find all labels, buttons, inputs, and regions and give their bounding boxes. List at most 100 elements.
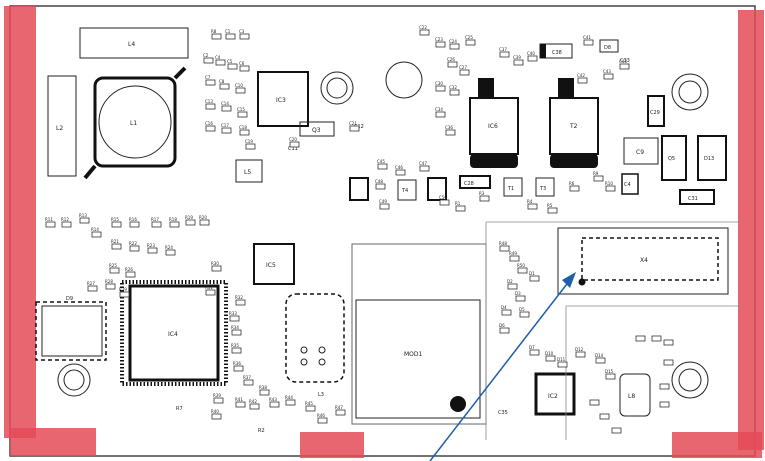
smd-label: R13 [79, 213, 87, 218]
smd-label: C42 [577, 73, 585, 78]
smd-label: R36 [233, 361, 241, 366]
smd-pad [87, 285, 98, 292]
label-q3: Q3 [312, 127, 321, 134]
smd-pad [419, 29, 430, 36]
smd-pad [435, 85, 446, 92]
smd-label: D10 [545, 351, 554, 356]
smd-pad [205, 103, 216, 110]
smd-pad [519, 311, 530, 318]
ic-ic2: IC2 [534, 372, 576, 416]
diode-d8 [599, 39, 619, 53]
smd-pad [595, 357, 606, 364]
smd-label: C43 [603, 69, 611, 74]
smd-pad [203, 57, 214, 64]
smd-pad [419, 165, 430, 172]
smd-label: D6 [499, 323, 505, 328]
smd-pad [335, 409, 346, 416]
smd-label: R30 [211, 261, 219, 266]
smd-label: R33 [229, 311, 237, 316]
smd-pad [459, 69, 470, 76]
smd-label: R47 [335, 405, 343, 410]
smd-label: R45 [305, 401, 313, 406]
label-c9: C9 [636, 149, 644, 156]
smd-pad [619, 63, 630, 70]
smd-pad [235, 87, 246, 94]
smd-pad [205, 79, 216, 86]
smd-pad [91, 231, 102, 238]
smd-label: R3 [479, 191, 485, 196]
connector-x4: X4 [557, 227, 729, 295]
smd-pad [509, 255, 520, 262]
smd-label: R31 [205, 285, 213, 290]
smd-pad [239, 65, 250, 72]
smd-label: R48 [499, 241, 507, 246]
smd-pad [165, 249, 176, 256]
smd-label: D5 [519, 307, 525, 312]
smd-pad [349, 125, 360, 132]
smd-label: C19 [245, 139, 253, 144]
smd-pad [465, 39, 476, 46]
inductor-l2 [47, 75, 77, 177]
label-t1: T1 [507, 186, 514, 192]
smd-pad [605, 185, 616, 192]
ic-ic4: IC4 [120, 280, 228, 386]
smd-label: C4 [215, 55, 221, 60]
smd-label: C3 [239, 29, 245, 34]
label-ic4: IC4 [168, 331, 178, 338]
smd-pad [575, 351, 586, 358]
smd-pad [211, 265, 222, 272]
smd-pad [229, 315, 240, 322]
smd-pad [379, 203, 390, 210]
smd-pad [211, 33, 222, 40]
smd-pad [225, 33, 236, 40]
inductor-l1: L1 [83, 66, 187, 180]
smd-pad [449, 43, 460, 50]
smd-label: C17 [221, 123, 229, 128]
smd-label: C2 [203, 53, 209, 58]
smd-pad [611, 427, 622, 434]
smd-pad [529, 275, 540, 282]
smd-label: C15 [237, 107, 245, 112]
smd-pad [219, 83, 230, 90]
smd-pad [499, 51, 510, 58]
smd-label: R20 [199, 215, 207, 220]
label-d13: D13 [704, 156, 714, 162]
smd-pad [211, 413, 222, 420]
smd-label: C18 [239, 125, 247, 130]
smd-label: C8 [219, 79, 225, 84]
smd-pad [151, 221, 162, 228]
smd-pad [239, 129, 250, 136]
smd-pad [569, 185, 580, 192]
smd-label: R46 [317, 413, 325, 418]
smd-label: C25 [465, 35, 473, 40]
smd-pad [109, 267, 120, 274]
smd-label: R39 [213, 393, 221, 398]
label-t2: T2 [569, 123, 578, 130]
smd-label: D11 [557, 357, 566, 362]
smd-pad [119, 291, 130, 298]
smd-label: R6 [569, 181, 575, 186]
label-d9: D9 [66, 296, 73, 302]
smd-pad [125, 271, 136, 278]
smd-label: C48 [375, 179, 383, 184]
smd-label: R5 [547, 203, 553, 208]
smd-pad [589, 399, 600, 406]
label-ic5: IC5 [266, 262, 276, 269]
cap-c31 [679, 189, 715, 205]
smd-label: R17 [151, 217, 159, 222]
label-r7: R7 [176, 406, 183, 412]
inductor-l8: L8 [619, 373, 651, 417]
smd-pad [243, 379, 254, 386]
smd-label: C36 [445, 125, 453, 130]
label-d8: D8 [604, 45, 611, 51]
smd-pad [289, 141, 300, 148]
smd-label: D14 [595, 353, 604, 358]
smd-pad [663, 359, 674, 366]
smd-label: R16 [129, 217, 137, 222]
label-c31: C31 [688, 196, 698, 202]
smd-pad [375, 183, 386, 190]
smd-label: C10 [235, 83, 243, 88]
smd-pad [221, 105, 232, 112]
cap-c4 [621, 173, 639, 195]
